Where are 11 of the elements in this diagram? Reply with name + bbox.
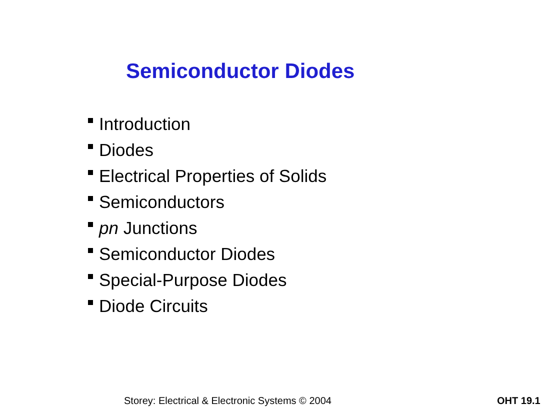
footer-text: Storey: Electrical & Electronic Systems © 2004	[124, 396, 332, 407]
list-item: Semiconductors	[99, 192, 224, 212]
list-item: Electrical Properties of Solids	[99, 166, 327, 186]
slide-number: OHT 19.1	[497, 396, 540, 407]
list-item: Diode Circuits	[99, 296, 208, 316]
list-item: Special-Purpose Diodes	[99, 270, 287, 290]
list-item: Diodes	[99, 140, 154, 160]
list-item: Semiconductor Diodes	[99, 244, 276, 264]
list-item: Introduction	[99, 114, 190, 134]
slide-title: Semiconductor Diodes	[126, 60, 355, 84]
list-item: pn Junctions	[99, 218, 198, 238]
